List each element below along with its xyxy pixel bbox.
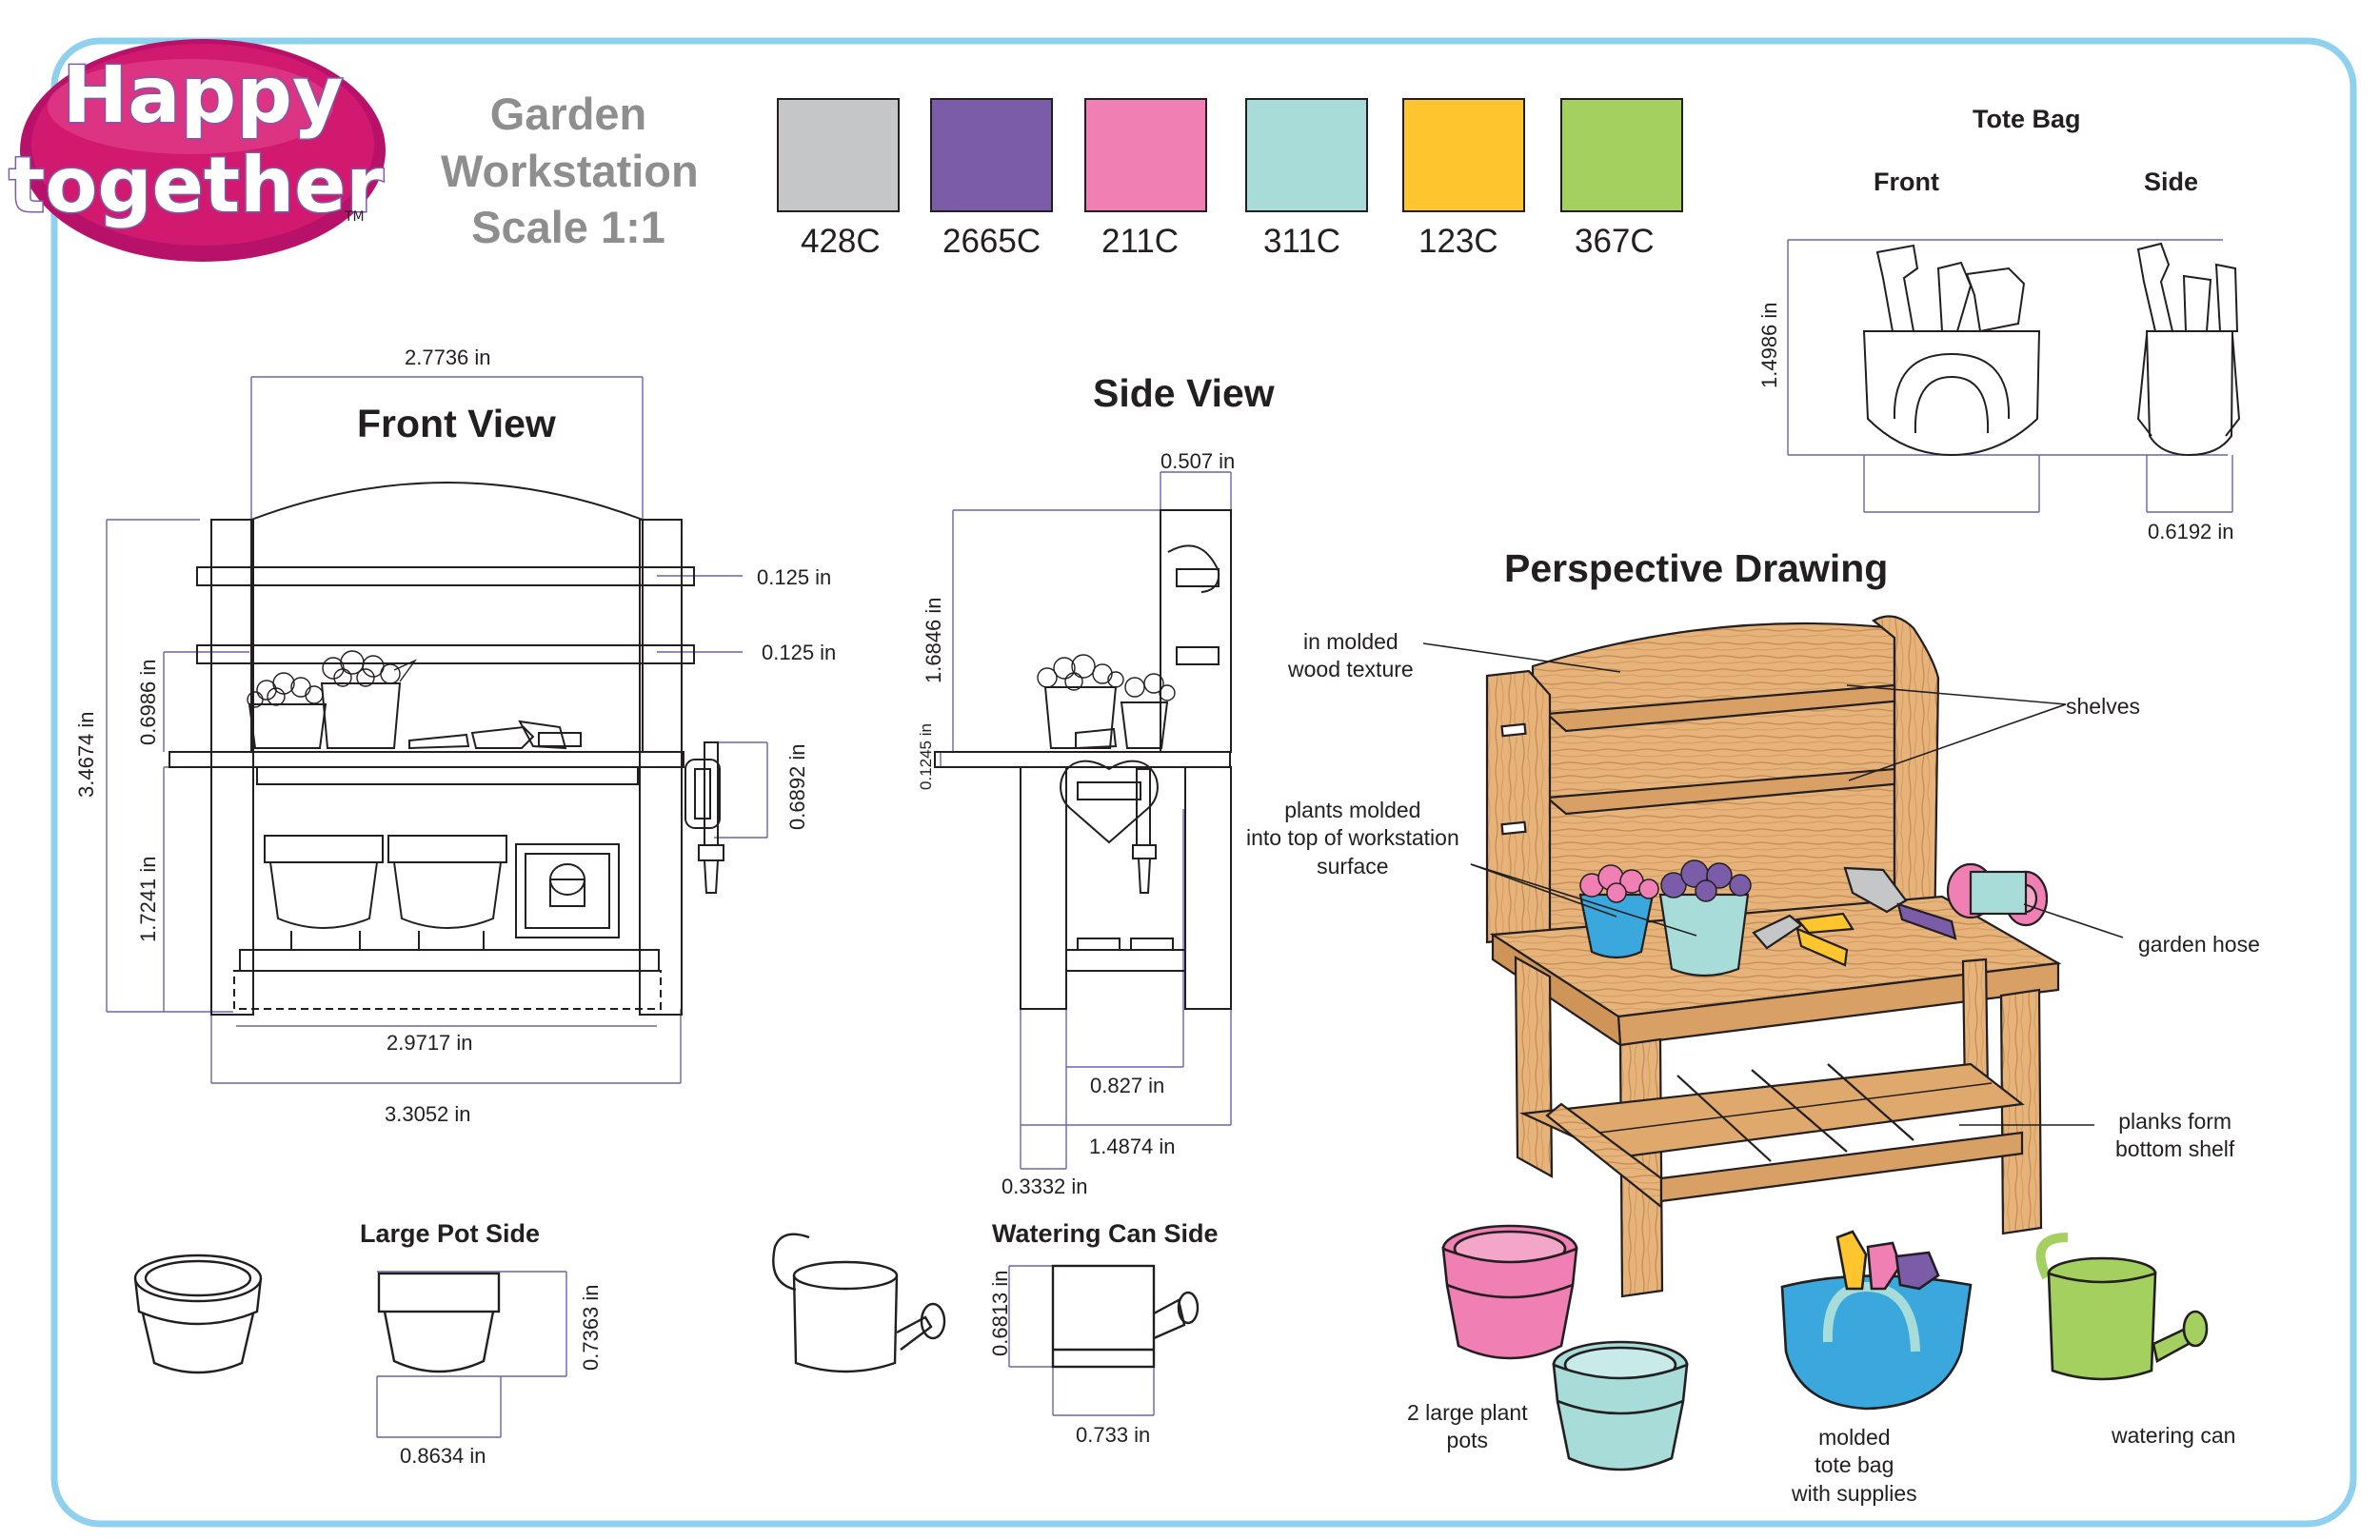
dim-can-width: 0.733 in xyxy=(1076,1423,1151,1447)
dim-side-overall-depth: 1.4874 in xyxy=(1089,1135,1176,1158)
dim-pot-width: 0.8634 in xyxy=(400,1444,486,1468)
dim-can-height: 0.6813 in xyxy=(988,1270,1012,1356)
front-view-title: Front View xyxy=(357,402,556,445)
large-pot-title: Large Pot Side xyxy=(360,1219,541,1248)
dim-side-leg-depth: 0.827 in xyxy=(1090,1074,1165,1097)
colored-accessories xyxy=(1441,1224,2209,1471)
title-line-2: Workstation xyxy=(441,145,699,196)
svg-text:TM: TM xyxy=(344,209,365,225)
swatch-123c xyxy=(1402,98,1525,212)
title-line-1: Garden xyxy=(489,89,647,139)
tote-bag-title: Tote Bag xyxy=(1973,105,2081,133)
large-pot-drawings xyxy=(133,1254,567,1438)
watering-can-drawings xyxy=(772,1233,1200,1416)
dim-side-leg-width: 0.3332 in xyxy=(1002,1175,1088,1198)
svg-text:together: together xyxy=(9,141,384,229)
swatch-311c xyxy=(1245,98,1368,212)
dim-front-upper-height: 0.6986 in xyxy=(136,659,160,745)
swatch-211c xyxy=(1084,98,1207,212)
swatch-code: 2665C xyxy=(942,223,1041,260)
dim-front-lower-height: 1.7241 in xyxy=(136,856,160,942)
dim-front-hose: 0.6892 in xyxy=(785,743,809,830)
swatch-2665c xyxy=(930,98,1053,212)
perspective-workstation xyxy=(1485,615,2062,1298)
title-line-3: Scale 1:1 xyxy=(471,202,665,253)
swatch-428c xyxy=(777,98,900,212)
callout-shelves: shelves xyxy=(2066,694,2140,719)
dim-side-top-thickness: 0.1245 in xyxy=(917,723,935,790)
swatch-367c xyxy=(1560,98,1683,212)
swatch-code: 211C xyxy=(1101,223,1180,260)
sheet-title: Garden Workstation Scale 1:1 xyxy=(441,86,699,256)
dim-front-top-width: 2.7736 in xyxy=(405,346,491,369)
watering-can-title: Watering Can Side xyxy=(992,1219,1219,1248)
swatch-code: 367C xyxy=(1575,223,1655,260)
dim-tote-height: 1.4986 in xyxy=(1757,302,1781,388)
happy-together-logo: Happy together TM xyxy=(8,39,386,262)
swatch-code: 428C xyxy=(801,223,881,260)
dim-pot-height: 0.7363 in xyxy=(579,1284,603,1371)
callout-lines xyxy=(1422,642,2124,1126)
swatch-code: 123C xyxy=(1418,223,1498,260)
dim-side-top-depth: 0.507 in xyxy=(1160,449,1236,473)
dim-tote-side-width: 0.6192 in xyxy=(2148,520,2234,543)
dim-front-shelf-top: 0.125 in xyxy=(757,565,832,589)
callout-hose: garden hose xyxy=(2138,932,2260,957)
perspective-title: Perspective Drawing xyxy=(1504,546,1889,590)
front-view-drawing xyxy=(106,376,768,1084)
swatch-code: 311C xyxy=(1263,223,1341,260)
dim-front-overall-width: 3.3052 in xyxy=(385,1102,471,1126)
tote-bag-side-label: Side xyxy=(2144,168,2199,196)
tote-bag-front-label: Front xyxy=(1874,168,1939,196)
tote-bag-drawing xyxy=(1787,239,2241,513)
side-view-drawing xyxy=(934,471,1232,1170)
dim-side-back-height: 1.6846 in xyxy=(922,597,945,683)
side-view-title: Side View xyxy=(1093,371,1275,415)
dim-front-overall-height: 3.4674 in xyxy=(74,711,98,798)
dim-front-inner-width: 2.9717 in xyxy=(387,1031,473,1055)
callout-can: watering can xyxy=(2112,1423,2236,1448)
sheet-frame xyxy=(50,37,2357,1528)
dim-front-shelf-mid: 0.125 in xyxy=(762,641,837,664)
color-swatches xyxy=(777,98,1683,212)
svg-text:Happy: Happy xyxy=(63,50,344,141)
